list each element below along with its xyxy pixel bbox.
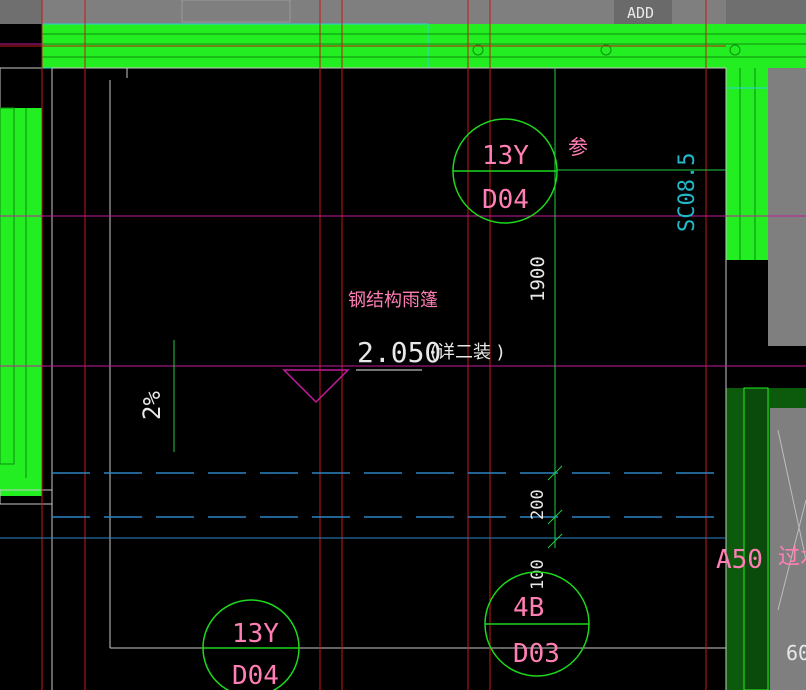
- detail-middle-number: D03: [513, 639, 560, 669]
- reference-char: 参: [568, 135, 588, 159]
- detail-top-sheet: 13Y: [482, 141, 529, 171]
- detail-bottom-sheet: 13Y: [232, 619, 279, 649]
- sc-label: SC08.5: [675, 153, 700, 232]
- canopy-note: 钢结构雨篷: [348, 290, 438, 311]
- top-gray-strip: [0, 0, 806, 24]
- detail-top-number: D04: [482, 185, 529, 215]
- add-label: ADD: [627, 4, 654, 22]
- a50-label: A50: [716, 545, 763, 575]
- detail-middle-sheet: 4B: [513, 593, 544, 623]
- elevation-marker: [282, 369, 422, 404]
- elevation-note: (详二装 ): [430, 342, 504, 363]
- right-lower-structure: [725, 387, 806, 690]
- dimension-1900: 1900: [527, 256, 549, 302]
- magenta-lines: [0, 43, 806, 367]
- dimension-line: [547, 68, 726, 549]
- detail-marker-bottom[interactable]: 13Y D04: [202, 599, 300, 690]
- guo-label: 过水: [778, 545, 806, 570]
- slope-label: 2%: [138, 391, 166, 420]
- red-axis-lines: [0, 0, 726, 690]
- dimension-200: 200: [528, 489, 548, 520]
- detail-marker-middle[interactable]: 4B D03: [484, 571, 590, 677]
- detail-marker-top[interactable]: 13Y D04: [452, 118, 558, 224]
- detail-bottom-number: D04: [232, 661, 279, 690]
- elevation-value: 2.050: [357, 336, 441, 369]
- dimension-100: 100: [528, 559, 548, 590]
- blue-dashed-lines: [52, 472, 726, 518]
- right-wall-column: [726, 68, 806, 346]
- left-wall: [0, 67, 53, 505]
- number-60: 60: [786, 641, 806, 665]
